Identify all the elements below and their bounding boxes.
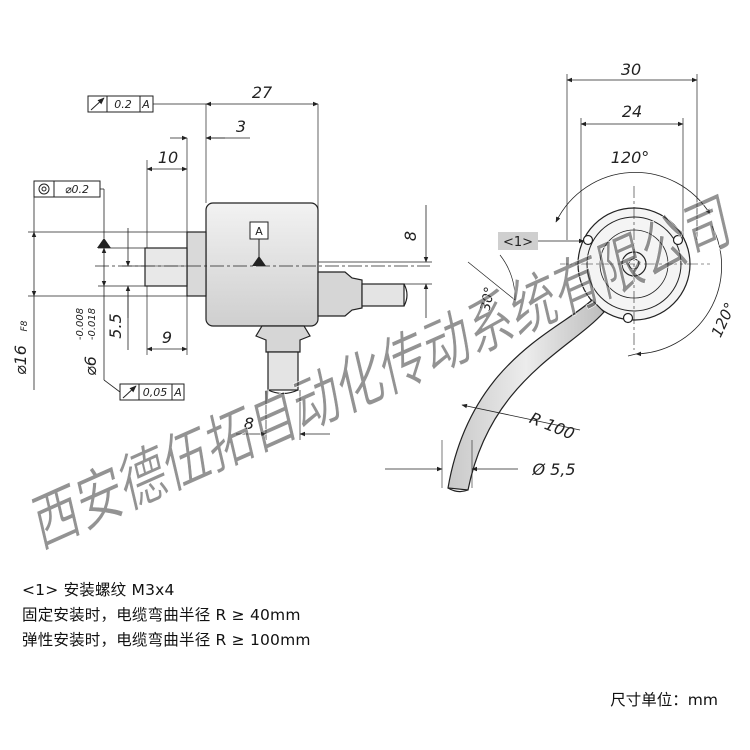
runout-bottom-value: 0,05	[143, 386, 168, 399]
mount-hole-top	[672, 234, 684, 246]
side-view: A	[28, 95, 432, 440]
flange	[186, 231, 207, 297]
angle-120-top: 120°	[611, 148, 650, 167]
cable-gland-right	[317, 271, 363, 317]
dim-6-tol-lower: -0.018	[87, 308, 98, 340]
dim-3: 3	[236, 117, 246, 136]
cable-curved	[447, 299, 605, 491]
watermark: 西安德伍拓自动化传动系统有限公司	[16, 184, 744, 562]
dim-5-5: 5.5	[106, 313, 125, 338]
mount-hole-bottom	[622, 312, 634, 324]
unit-label: 尺寸单位：mm	[610, 691, 718, 709]
dim-10: 10	[158, 148, 178, 167]
dim-8-right: 8	[401, 231, 420, 241]
runout-top-datum: A	[141, 98, 150, 111]
note-line-2: 固定安装时，电缆弯曲半径 R ≥ 40mm	[22, 606, 301, 624]
datum-label: A	[255, 225, 263, 238]
callout-marker: <1>	[503, 235, 533, 250]
shaft	[144, 247, 188, 287]
note-line-3: 弹性安装时，电缆弯曲半径 R ≥ 100mm	[22, 631, 311, 649]
dim-6: ⌀6	[81, 356, 100, 376]
radius-label: R 100	[527, 408, 577, 443]
dim-27: 27	[252, 83, 273, 102]
dim-24: 24	[622, 102, 642, 121]
dim-8-bottom: 8	[244, 414, 254, 433]
angle-30: 30°	[478, 285, 499, 313]
dim-6-tol-upper: -0.008	[75, 308, 86, 340]
dim-9: 9	[162, 328, 172, 347]
cable-gland-down	[255, 325, 311, 353]
dim-16: ⌀16	[11, 345, 30, 375]
front-view	[467, 74, 722, 357]
note-line-1: <1> 安装螺纹 M3x4	[22, 581, 175, 599]
dim-30: 30	[621, 60, 641, 79]
dim-16-tolerance: F8	[20, 320, 30, 331]
cable-down	[267, 351, 299, 391]
runout-bottom-datum: A	[173, 386, 182, 399]
concentricity-value: ⌀0.2	[65, 183, 89, 196]
cable-right	[361, 283, 405, 307]
cable-diameter-label: Ø 5,5	[531, 460, 575, 479]
runout-top-value: 0.2	[114, 98, 132, 111]
